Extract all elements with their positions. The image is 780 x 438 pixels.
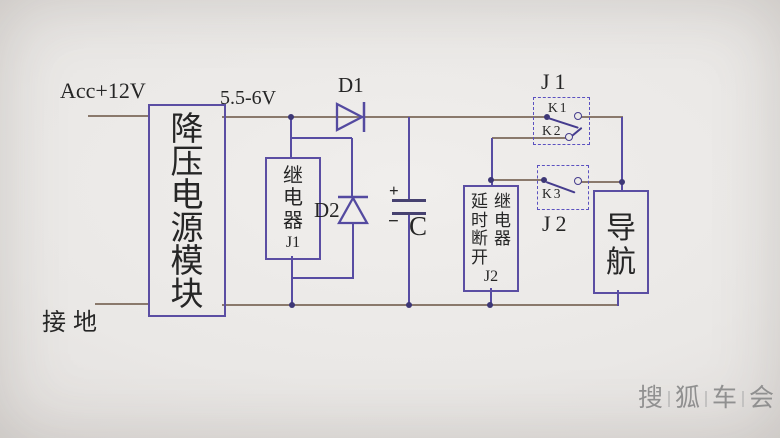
wire-delayrelay-ground bbox=[490, 288, 492, 306]
k3-contact-circle bbox=[574, 177, 582, 185]
watermark-char: 搜 bbox=[638, 385, 664, 412]
capacitor-plate-bottom bbox=[392, 212, 426, 215]
watermark-char: 会 bbox=[749, 385, 775, 412]
j1-contacts-dashed-box bbox=[533, 97, 590, 145]
wire-d2-branch bbox=[290, 137, 352, 139]
k3-label: K3 bbox=[542, 186, 563, 201]
junction-dot bbox=[488, 177, 494, 183]
delay-relay-j2-box: 延时断开 继电器 J2 bbox=[463, 185, 519, 292]
wire-right-vertical bbox=[621, 117, 623, 191]
rail-voltage-label: 5.5-6V bbox=[220, 87, 277, 109]
power-input-label: Acc+12V bbox=[60, 78, 146, 103]
capacitor-label: C bbox=[409, 211, 428, 241]
j2-contact-group-label: J2 bbox=[542, 211, 572, 236]
wire-top-rail bbox=[222, 116, 548, 118]
watermark-divider bbox=[668, 390, 671, 407]
buck-module-box: 降压电源模块 bbox=[148, 104, 226, 317]
wire-k1-output bbox=[581, 116, 623, 118]
junction-dot bbox=[288, 114, 294, 120]
wire-cap-bottom bbox=[408, 214, 410, 306]
watermark-char: 狐 bbox=[675, 385, 701, 412]
wire-nav-ground bbox=[617, 290, 619, 306]
j1-contact-group-label: J1 bbox=[541, 69, 571, 94]
wire-acc-lead bbox=[88, 115, 148, 117]
wire-cap-top bbox=[408, 117, 410, 200]
capacitor-minus-label: − bbox=[388, 211, 399, 232]
k2-label: K2 bbox=[542, 123, 563, 138]
capacitor-plate-top bbox=[392, 199, 426, 202]
wire-relay1-ground bbox=[291, 256, 293, 306]
j2-contacts-dashed-box bbox=[537, 165, 589, 210]
nav-module-label: 导航 bbox=[606, 212, 636, 279]
ground-label: 接地 bbox=[42, 310, 104, 336]
relay-j1-id: J1 bbox=[285, 234, 301, 252]
junction-dot bbox=[619, 179, 625, 185]
junction-dot bbox=[406, 302, 412, 308]
k1-pivot-dot bbox=[544, 114, 550, 120]
wire-k2-to-coil bbox=[491, 138, 493, 186]
delay-relay-label-col2: 继电器 bbox=[494, 192, 511, 249]
buck-module-label: 降压电源模块 bbox=[170, 112, 204, 313]
wire-d2-bottom bbox=[352, 222, 354, 279]
capacitor-plus-label: + bbox=[389, 181, 399, 200]
delay-relay-label-col1: 延时断开 bbox=[471, 192, 488, 268]
junction-dot bbox=[289, 302, 295, 308]
wire-k2-input bbox=[492, 137, 568, 139]
k1-label: K1 bbox=[548, 100, 569, 115]
watermark-divider bbox=[742, 390, 745, 407]
nav-module-box: 导航 bbox=[593, 190, 649, 294]
diode-d1-symbol bbox=[335, 102, 366, 132]
wire-k3-output bbox=[581, 181, 622, 183]
diode-d1-label: D1 bbox=[338, 73, 364, 97]
wire-ground-rail bbox=[222, 304, 619, 306]
junction-dot bbox=[487, 302, 493, 308]
wire-d2-return bbox=[292, 277, 353, 279]
watermark: 搜 狐 车 会 bbox=[638, 386, 774, 411]
relay-j1-box: 继电器 J1 bbox=[265, 157, 321, 260]
k3-pivot-dot bbox=[541, 177, 547, 183]
wire-d2-top bbox=[351, 138, 353, 197]
diode-d2-symbol bbox=[337, 195, 369, 225]
wire-ground-lead bbox=[95, 303, 148, 305]
watermark-char: 车 bbox=[712, 385, 738, 412]
k1-contact-circle bbox=[574, 112, 582, 120]
delay-relay-id: J2 bbox=[483, 267, 499, 285]
wire-k3-input bbox=[492, 179, 544, 181]
relay-j1-label: 继电器 bbox=[283, 165, 303, 232]
diode-d2-label: D2 bbox=[314, 198, 340, 222]
watermark-divider bbox=[705, 390, 708, 407]
k2-contact-circle bbox=[565, 133, 573, 141]
